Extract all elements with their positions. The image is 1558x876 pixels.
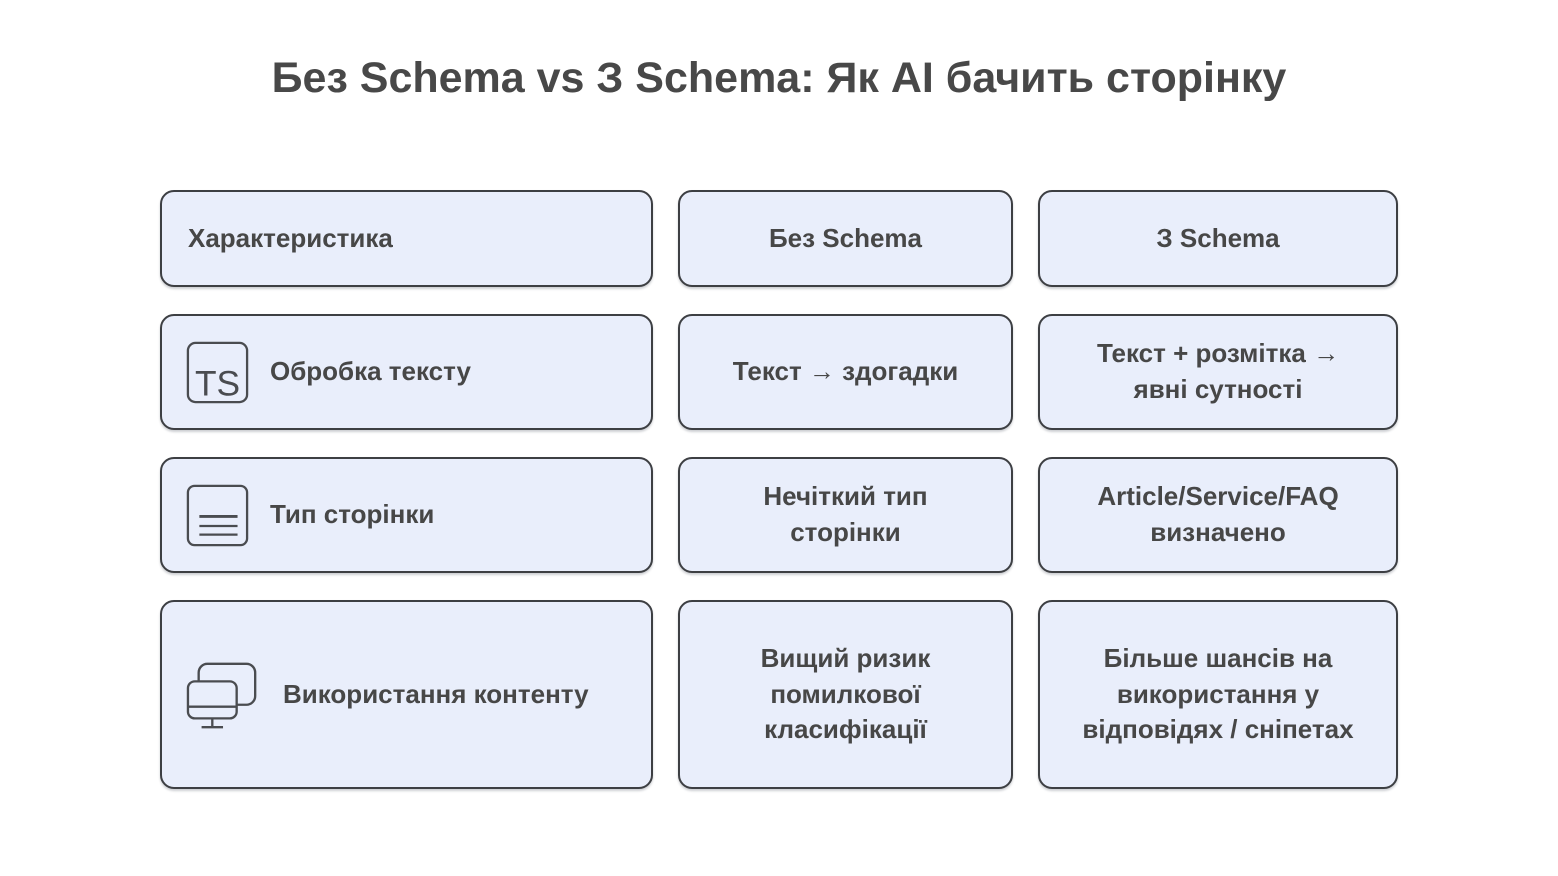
text-processing-icon: TS xyxy=(186,341,249,404)
value-cell-without-schema-text: Текст → здогадки xyxy=(678,314,1013,430)
svg-text:TS: TS xyxy=(195,364,240,403)
header-label-without-schema: Без Schema xyxy=(768,222,923,253)
comparison-table: Характеристика Без Schema З Schema TS Об… xyxy=(160,190,1398,789)
cell-value: Текст + розмітка → явні сутності xyxy=(1096,338,1340,404)
value-cell-without-schema-pagetype: Нечіткий тип сторінки xyxy=(678,457,1013,573)
monitor-icon xyxy=(186,659,262,731)
header-cell-with-schema: З Schema xyxy=(1038,190,1398,287)
feature-label: Тип сторінки xyxy=(270,499,435,530)
value-cell-without-schema-usage: Вищий ризик помилкової класифікації xyxy=(678,600,1013,789)
value-cell-with-schema-pagetype: Article/Service/FAQ визначено xyxy=(1038,457,1398,573)
value-cell-with-schema-text: Текст + розмітка → явні сутності xyxy=(1038,314,1398,430)
cell-value: Текст → здогадки xyxy=(732,356,959,387)
page-title: Без Schema vs З Schema: Як AI бачить сто… xyxy=(271,54,1287,102)
header-label-with-schema: З Schema xyxy=(1156,222,1280,253)
feature-label: Використання контенту xyxy=(283,678,589,709)
value-cell-with-schema-usage: Більше шансів на використання у відповід… xyxy=(1038,600,1398,789)
header-cell-characteristic: Характеристика xyxy=(160,190,653,287)
feature-cell-page-type: Тип сторінки xyxy=(160,457,653,573)
header-label-characteristic: Характеристика xyxy=(188,222,393,253)
feature-label: Обробка тексту xyxy=(270,356,471,387)
feature-cell-text-processing: TS Обробка тексту xyxy=(160,314,653,430)
header-cell-without-schema: Без Schema xyxy=(678,190,1013,287)
cell-value: Нечіткий тип сторінки xyxy=(763,481,928,547)
document-icon xyxy=(186,484,249,547)
cell-value: Article/Service/FAQ визначено xyxy=(1097,481,1339,547)
cell-value: Вищий ризик помилкової класифікації xyxy=(760,642,931,745)
cell-value: Більше шансів на використання у відповід… xyxy=(1082,642,1354,745)
feature-cell-content-usage: Використання контенту xyxy=(160,600,653,789)
